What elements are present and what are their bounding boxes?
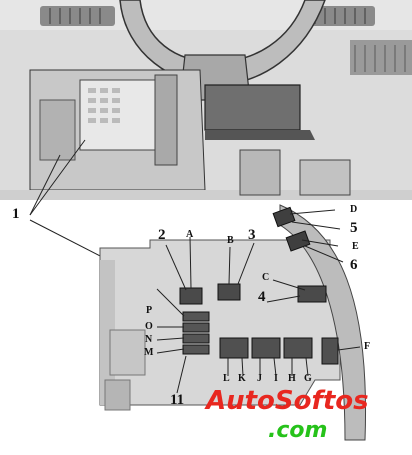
connector-c-label: C <box>262 272 270 283</box>
connector-m-label: M <box>144 347 154 358</box>
connector-g-label: G <box>304 373 312 384</box>
connector-b-label: B <box>227 235 234 246</box>
callout-6: 6 <box>350 257 358 273</box>
callout-1-leaders <box>29 139 109 261</box>
connector-d-label: D <box>350 204 358 215</box>
callout-2: 2 <box>158 227 166 243</box>
connector-j-label: J <box>257 373 262 384</box>
connector-e-label: E <box>352 241 359 252</box>
watermark-line-2: .com <box>268 418 328 443</box>
callout-1: 1 <box>12 206 20 222</box>
watermark-line-1: AutoSoftos <box>206 386 369 416</box>
callout-3: 3 <box>248 227 256 243</box>
callout-4: 4 <box>258 289 266 305</box>
callout-11: 11 <box>170 392 185 408</box>
connector-f-label: F <box>364 341 371 352</box>
callout-5: 5 <box>350 220 358 236</box>
connector-n-label: N <box>145 334 153 345</box>
connector-h-label: H <box>288 373 296 384</box>
connector-a-label: A <box>186 229 194 240</box>
fuse-box-detail <box>99 204 367 441</box>
dashboard-illustration <box>0 0 412 200</box>
connector-l-label: L <box>223 373 230 384</box>
connector-p-label: P <box>146 305 153 316</box>
connector-i-label: I <box>274 373 278 384</box>
detail-leaders <box>156 209 361 394</box>
connector-k-label: K <box>238 373 246 384</box>
connector-o-label: O <box>145 321 153 332</box>
